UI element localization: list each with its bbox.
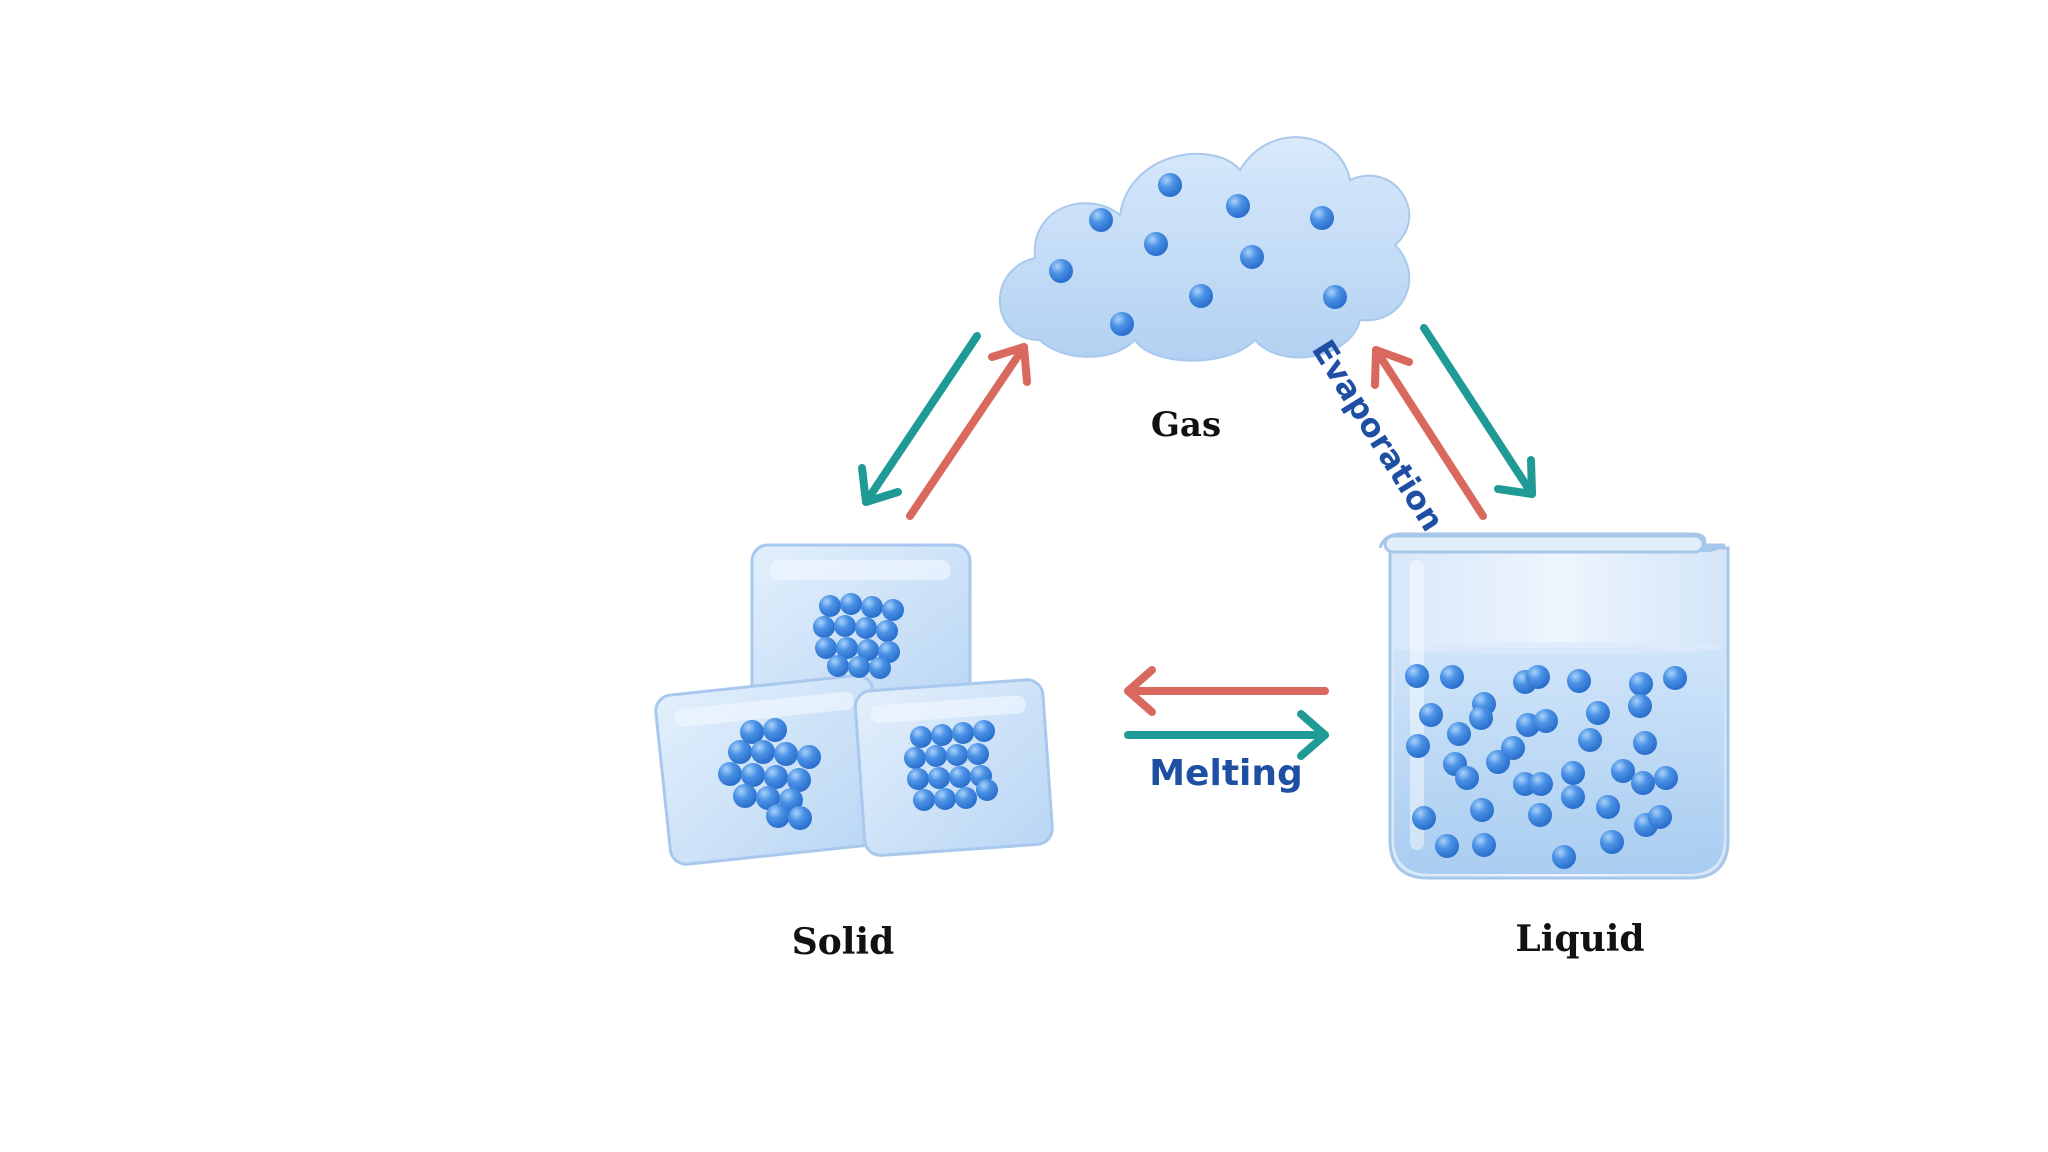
ice-cubes-icon xyxy=(654,543,1054,866)
gas-particles xyxy=(1049,173,1347,336)
arrow-gas-to-solid xyxy=(858,332,981,506)
label-liquid: Liquid xyxy=(1515,918,1644,960)
arrow-liquid-to-solid xyxy=(1124,666,1329,716)
beaker-icon xyxy=(1378,532,1730,880)
arrow-gas-to-liquid xyxy=(1420,324,1536,498)
solid-particles-left xyxy=(718,718,821,830)
solid-particles-right xyxy=(904,720,998,811)
arrow-solid-to-gas xyxy=(906,343,1031,520)
solid-particles-top xyxy=(813,593,904,679)
transition-arrows xyxy=(858,324,1536,760)
arrow-solid-to-liquid xyxy=(1124,710,1329,760)
arrow-liquid-to-gas xyxy=(1371,346,1487,520)
label-melting: Melting xyxy=(1149,753,1303,794)
label-gas: Gas xyxy=(1151,405,1221,445)
cloud-icon xyxy=(999,136,1411,362)
label-solid: Solid xyxy=(792,921,895,963)
liquid-particles xyxy=(1405,664,1687,869)
